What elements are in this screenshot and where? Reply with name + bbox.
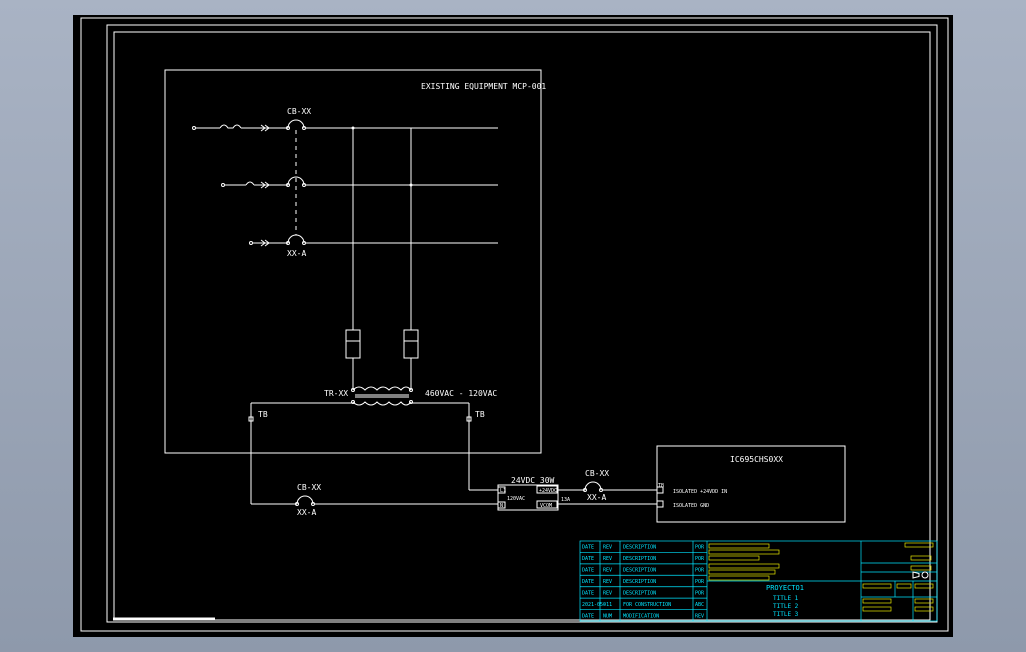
outer-border	[80, 17, 949, 632]
revision-by: POR	[695, 590, 705, 596]
module-pin2: ISOLATED GND	[673, 503, 709, 509]
project-name: PROYECTO1	[766, 584, 804, 592]
title-block-notes	[708, 542, 934, 612]
tb-right-terminal	[466, 416, 472, 422]
title-block: DATE REV DESCRIPTION POR DATE REV DESCRIPTION P…	[579, 540, 938, 622]
breaker-right-label: CB-XX	[585, 469, 609, 478]
breaker-bottom-sub: XX-A	[297, 508, 316, 517]
breaker-top-label: CB-XX	[287, 107, 311, 116]
revision-by: POR	[695, 568, 705, 574]
title-1: TITLE 1	[773, 595, 799, 602]
fuse-drops	[345, 126, 419, 390]
revision-date: DATE	[582, 545, 594, 551]
fuse-left	[345, 329, 361, 359]
revision-by: POR	[695, 556, 705, 562]
revision-date: DATE	[582, 590, 594, 596]
title-3: TITLE 3	[773, 611, 799, 618]
tb-right-label: TB	[475, 410, 485, 419]
revision-rev: REV	[603, 590, 612, 596]
module-title: IC695CHS0XX	[730, 455, 783, 464]
existing-equipment-label: EXISTING EQUIPMENT MCP-001	[421, 82, 546, 91]
cad-viewport[interactable]: EXISTING EQUIPMENT MCP-001 CB-XX XX-A	[73, 15, 953, 637]
revision-date: DATE	[582, 568, 594, 574]
projection-symbol	[912, 571, 929, 579]
transformer-rating: 460VAC - 120VAC	[425, 389, 497, 398]
revision-desc: DESCRIPTION	[623, 579, 656, 585]
psu-rating: 24VDC 30W	[511, 476, 555, 485]
zone-border	[106, 24, 938, 623]
revision-rev: 0	[603, 602, 606, 608]
tb-left-label: TB	[258, 410, 268, 419]
revision-date: DATE	[582, 556, 594, 562]
revision-desc: DESCRIPTION	[623, 590, 656, 596]
psu-com: VCOM	[540, 503, 552, 509]
revision-rev: NUM	[603, 613, 612, 619]
psu-in: 120VAC	[507, 496, 525, 502]
title-2: TITLE 2	[773, 603, 799, 610]
psu-l1: L1	[500, 488, 506, 494]
breaker-right-sub: XX-A	[587, 493, 606, 502]
existing-equipment-box	[164, 69, 542, 454]
revision-rows: DATE REV DESCRIPTION POR DATE REV DESCRIPTION P…	[580, 545, 707, 619]
revision-desc: FOR CONSTRUCTION	[623, 602, 671, 608]
transformer-symbol	[351, 386, 413, 406]
phase-lines	[192, 119, 498, 247]
revision-desc: DESCRIPTION	[623, 568, 656, 574]
inner-border	[113, 31, 931, 621]
revision-rev: REV	[603, 579, 612, 585]
revision-date: DATE	[582, 579, 594, 585]
revision-desc: DESCRIPTION	[623, 545, 656, 551]
revision-desc: MODIFICATION	[623, 613, 659, 619]
revision-by: POR	[695, 545, 705, 551]
revision-rev: REV	[603, 556, 612, 562]
revision-by: POR	[695, 579, 705, 585]
revision-date: 2021-05-11	[582, 602, 612, 608]
breaker-bottom-label: CB-XX	[297, 483, 321, 492]
psu-amp: 13A	[561, 497, 570, 503]
psu-plus: +24VDC	[539, 488, 557, 494]
secondary-wiring	[248, 402, 498, 506]
revision-by: REV	[695, 613, 704, 619]
revision-rev: REV	[603, 568, 612, 574]
revision-rev: REV	[603, 545, 612, 551]
power-supply	[497, 481, 657, 511]
module-tb: TB	[658, 483, 664, 489]
module-pin1: ISOLATED +24VDD IN	[673, 489, 727, 495]
plc-module	[656, 445, 846, 523]
psu-n: N	[500, 503, 503, 509]
breaker-third-label: XX-A	[287, 249, 306, 258]
revision-desc: DESCRIPTION	[623, 556, 656, 562]
transformer-label: TR-XX	[324, 389, 348, 398]
tb-left-terminal	[248, 416, 254, 422]
revision-by: ABC	[695, 602, 704, 608]
schematic-sheet: EXISTING EQUIPMENT MCP-001 CB-XX XX-A	[80, 17, 949, 632]
fuse-right	[403, 329, 419, 359]
revision-date: DATE	[582, 613, 594, 619]
